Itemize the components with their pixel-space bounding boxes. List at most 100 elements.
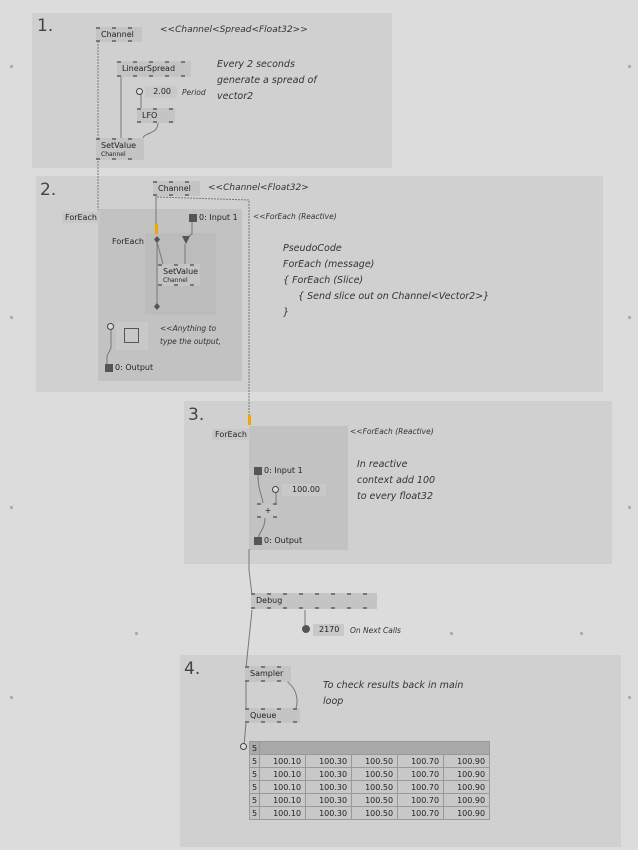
cell: 100.30 [305, 793, 353, 807]
cell: 100.90 [443, 754, 491, 768]
header-fill [259, 741, 491, 755]
channel-type-comment: <<Channel<Float32> [208, 183, 309, 193]
foreach-reactive-comment: <<ForEach (Reactive) [350, 427, 434, 436]
cell: 100.70 [397, 767, 445, 781]
setvalue-node[interactable]: SetValue Channel [158, 264, 200, 286]
pseudocode-line: PseudoCode [283, 243, 342, 254]
input-label: 0: Input 1 [199, 213, 238, 222]
cell: 100.30 [305, 780, 353, 794]
pseudocode-line: ForEach (message) [283, 259, 375, 270]
channel-node[interactable]: Channel [96, 27, 142, 42]
pseudocode-line: { ForEach (Slice) [283, 275, 364, 286]
cell: 100.50 [351, 806, 399, 820]
cell: 100.10 [259, 806, 307, 820]
anything-comment-line: <<Anything to [160, 324, 217, 333]
lfo-node[interactable]: LFO [137, 108, 175, 123]
cell: 100.50 [351, 767, 399, 781]
cell: 100.50 [351, 793, 399, 807]
output-label: 0: Output [264, 536, 303, 545]
table-header-row: 5 [248, 741, 491, 755]
output-pin-icon[interactable] [254, 537, 262, 545]
cell: 100.70 [397, 806, 445, 820]
grid-dot [10, 696, 13, 699]
grid-dot [628, 65, 631, 68]
input-pin-icon[interactable] [189, 214, 197, 222]
cell: 100.50 [351, 754, 399, 768]
linear-spread-node[interactable]: LinearSpread [117, 61, 191, 77]
foreach-label[interactable]: ForEach [212, 429, 250, 440]
checkbox-icon [124, 328, 139, 343]
row-index: 5 [248, 806, 261, 820]
region-1[interactable] [32, 13, 392, 168]
input-label: 0: Input 1 [264, 466, 303, 475]
period-value[interactable]: 2.00 [145, 86, 177, 98]
cell: 100.90 [443, 806, 491, 820]
spread-count: 5 [248, 741, 261, 755]
output-label: 0: Output [115, 363, 154, 372]
cell: 100.10 [259, 780, 307, 794]
cell: 100.30 [305, 806, 353, 820]
setvalue-label: SetValue [101, 141, 137, 150]
grid-dot [580, 632, 583, 635]
channel-node[interactable]: Channel [153, 181, 200, 196]
comment-line: In reactive [357, 459, 408, 470]
grid-dot [628, 316, 631, 319]
debug-node[interactable]: Debug [251, 593, 377, 609]
comment-line: To check results back in main [323, 680, 464, 691]
grid-dot [450, 632, 453, 635]
cell: 100.10 [259, 767, 307, 781]
calls-pin-icon[interactable] [302, 625, 310, 633]
row-index: 5 [248, 754, 261, 768]
toggle-box[interactable] [116, 322, 148, 350]
input-pin-icon[interactable] [254, 467, 262, 475]
period-label: Period [182, 88, 206, 97]
pseudocode-line: { Send slice out on Channel<Vector2>} [298, 291, 490, 302]
grid-dot [10, 316, 13, 319]
grid-dot [628, 506, 631, 509]
add-value[interactable]: 100.00 [282, 484, 326, 496]
comment-line: context add 100 [357, 475, 436, 486]
region-number: 4. [184, 659, 201, 679]
calls-label: On Next Calls [350, 626, 401, 635]
add-value-pin-icon[interactable] [272, 486, 279, 493]
comment-line: Every 2 seconds [217, 59, 295, 70]
period-pin-icon[interactable] [136, 88, 143, 95]
comment-line: vector2 [217, 91, 254, 102]
setvalue-label: SetValue [163, 267, 199, 276]
comment-line: loop [323, 696, 344, 707]
row-index: 5 [248, 780, 261, 794]
comment-line: generate a spread of [217, 75, 317, 86]
grid-dot [135, 632, 138, 635]
region-number: 3. [188, 405, 205, 425]
spread-table[interactable]: 5 5 100.10 100.30 100.50 100.70 100.90 5… [248, 741, 491, 820]
setvalue-sub-label: Channel [101, 151, 126, 158]
setvalue-node[interactable]: SetValue Channel [96, 138, 144, 160]
row-index: 5 [248, 767, 261, 781]
foreach-outer-label[interactable]: ForEach [62, 212, 100, 223]
table-pin-icon[interactable] [240, 743, 247, 750]
table-row[interactable]: 5 100.10 100.30 100.50 100.70 100.90 [248, 767, 491, 781]
cell: 100.70 [397, 793, 445, 807]
output-pin-icon[interactable] [105, 364, 113, 372]
cell: 100.30 [305, 767, 353, 781]
table-row[interactable]: 5 100.10 100.30 100.50 100.70 100.90 [248, 793, 491, 807]
region-number: 2. [40, 180, 57, 200]
cell: 100.90 [443, 793, 491, 807]
queue-node[interactable]: Queue [245, 708, 300, 723]
pseudocode-line: } [283, 307, 290, 318]
comment-line: to every float32 [357, 491, 433, 502]
cell: 100.70 [397, 754, 445, 768]
cell: 100.90 [443, 780, 491, 794]
anything-pin-icon[interactable] [107, 323, 114, 330]
row-index: 5 [248, 793, 261, 807]
table-row[interactable]: 5 100.10 100.30 100.50 100.70 100.90 [248, 780, 491, 794]
sampler-node[interactable]: Sampler [245, 666, 291, 682]
foreach-inner-label[interactable]: ForEach [112, 237, 144, 246]
table-row[interactable]: 5 100.10 100.30 100.50 100.70 100.90 [248, 754, 491, 768]
calls-value[interactable]: 2170 [313, 624, 344, 636]
table-row[interactable]: 5 100.10 100.30 100.50 100.70 100.90 [248, 806, 491, 820]
cell: 100.70 [397, 780, 445, 794]
plus-node[interactable]: + [257, 503, 279, 518]
grid-dot [10, 506, 13, 509]
region-number: 1. [37, 16, 54, 36]
